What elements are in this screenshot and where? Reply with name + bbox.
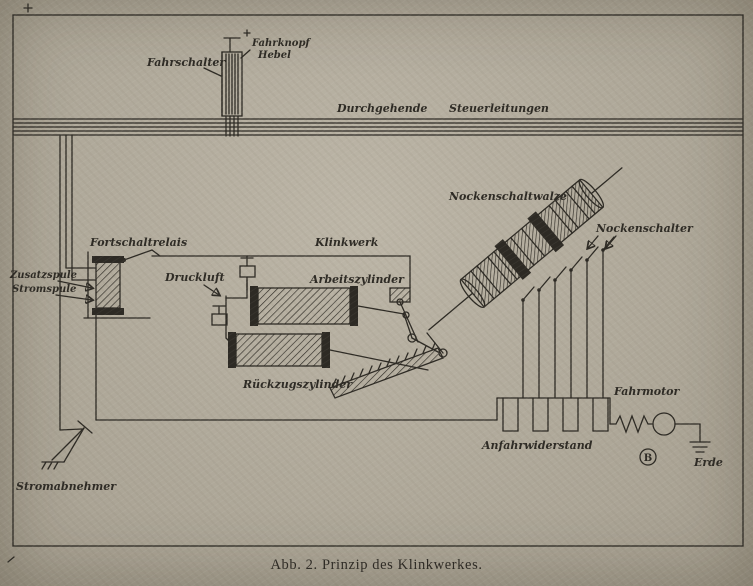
fahrmotor-circuit [615, 412, 711, 466]
figure-frame [12, 14, 744, 547]
label-erde: Erde [693, 456, 723, 469]
label-klinkwerk: Klinkwerk [314, 236, 379, 249]
fahrschalter-pointer [203, 67, 222, 77]
steuerleitungen-bus [13, 118, 743, 136]
label-fahrknopf: Fahrknopf [251, 38, 311, 49]
zusatzspule-arrow [57, 280, 92, 288]
nockenschaltwalze-device [428, 167, 623, 331]
label-rueckzugszylinder: Rückzugszylinder [242, 378, 353, 391]
label-stromspule: Stromspule [12, 284, 76, 295]
label-durchgehende: Durchgehende [336, 102, 427, 115]
motor-badge: B [644, 453, 652, 464]
valve-rueckzugszylinder [211, 305, 228, 326]
label-fahrschalter: Fahrschalter [146, 56, 226, 69]
label-arbeitszylinder: Arbeitszylinder [309, 273, 405, 286]
label-steuerleitungen: Steuerleitungen [449, 102, 549, 115]
label-hebel: Hebel [257, 50, 291, 61]
label-fahrmotor: Fahrmotor [613, 385, 681, 398]
rueckzugszylinder-device [228, 332, 429, 371]
label-druckluft: Druckluft [164, 271, 225, 284]
klinkwerk-ratchet [329, 287, 448, 399]
label-nockenschalter: Nockenschalter [595, 222, 694, 235]
left-feeder-wires [59, 134, 97, 431]
label-anfahrwiderstand: Anfahrwiderstand [481, 439, 593, 452]
label-fortschaltrelais: Fortschaltrelais [89, 236, 187, 249]
fahrschalter-device [221, 29, 251, 137]
label-stromabnehmer: Stromabnehmer [16, 480, 117, 493]
figure-caption: Abb. 2. Prinzip des Klinkwerkes. [270, 557, 483, 573]
stromspule-arrow [55, 294, 92, 300]
valve-arbeitszylinder [239, 257, 256, 291]
label-zusatzspule: Zusatzspule [9, 270, 77, 281]
arbeitszylinder-device [250, 286, 410, 326]
fortschaltrelais-device [83, 249, 161, 421]
stromabnehmer-device [41, 420, 93, 470]
label-nockenschaltwalze: Nockenschaltwalze [448, 190, 567, 203]
anfahrwiderstand-device [496, 397, 617, 432]
relay-control-wire [151, 255, 411, 289]
nockenschalter-contacts [521, 235, 617, 399]
registration-marks [7, 3, 33, 563]
